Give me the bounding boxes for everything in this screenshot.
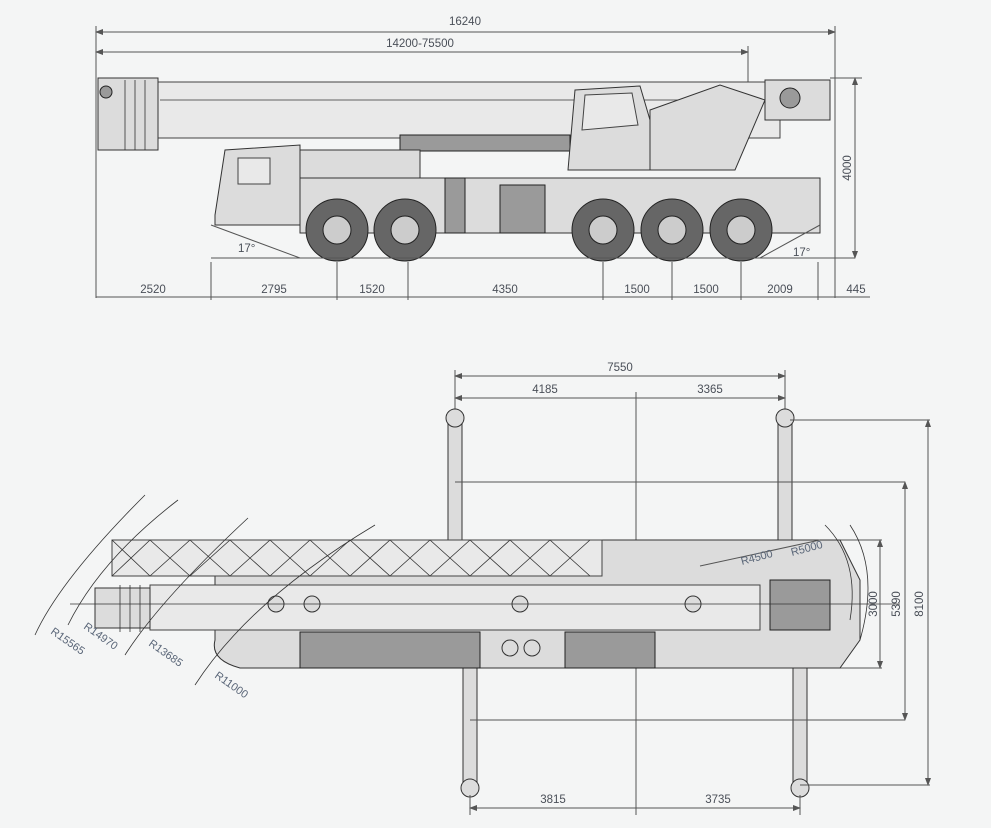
radius-arc — [34, 494, 146, 636]
radius-label: R13685 — [146, 638, 184, 670]
departure-angle-label: 17° — [793, 247, 810, 259]
rear-to-center-bottom-label: 3735 — [705, 794, 731, 806]
width-8100-label: 8100 — [914, 591, 926, 617]
boom-head — [97, 77, 159, 151]
wheels — [305, 198, 773, 262]
width-5390-label: 5390 — [891, 591, 903, 617]
segment-label: 1520 — [359, 284, 385, 296]
segment-label: 1500 — [693, 284, 719, 296]
front-to-center-label: 4185 — [532, 384, 558, 396]
lattice-jib — [111, 539, 603, 577]
height-label: 4000 — [842, 155, 854, 181]
boom-head-plan — [94, 587, 151, 629]
bottom-dimension-ticks — [210, 262, 819, 300]
boom-length-label: 14200-75500 — [386, 38, 454, 50]
width-3000-label: 3000 — [868, 591, 880, 617]
segment-label: 445 — [846, 284, 865, 296]
approach-angle-label: 17° — [238, 243, 255, 255]
carrier-cab — [214, 144, 301, 226]
radius-label: R11000 — [212, 670, 250, 701]
front-to-center-bottom-label: 3815 — [540, 794, 566, 806]
luffing-cylinder — [399, 134, 571, 152]
main-boom-plan — [149, 584, 761, 631]
side-view: 16240 14200-75500 — [95, 16, 870, 300]
plan-view: 7550 4185 3365 — [34, 362, 931, 815]
superstructure — [649, 84, 766, 171]
radius-label: R15565 — [48, 626, 86, 658]
overall-length-label: 16240 — [449, 16, 481, 28]
segment-label: 1500 — [624, 284, 650, 296]
segment-label: 2520 — [140, 284, 166, 296]
segment-label: 2795 — [261, 284, 287, 296]
outrigger-span-label: 7550 — [607, 362, 633, 374]
rear-to-center-label: 3365 — [697, 384, 723, 396]
segment-label: 2009 — [767, 284, 793, 296]
segment-label: 4350 — [492, 284, 518, 296]
